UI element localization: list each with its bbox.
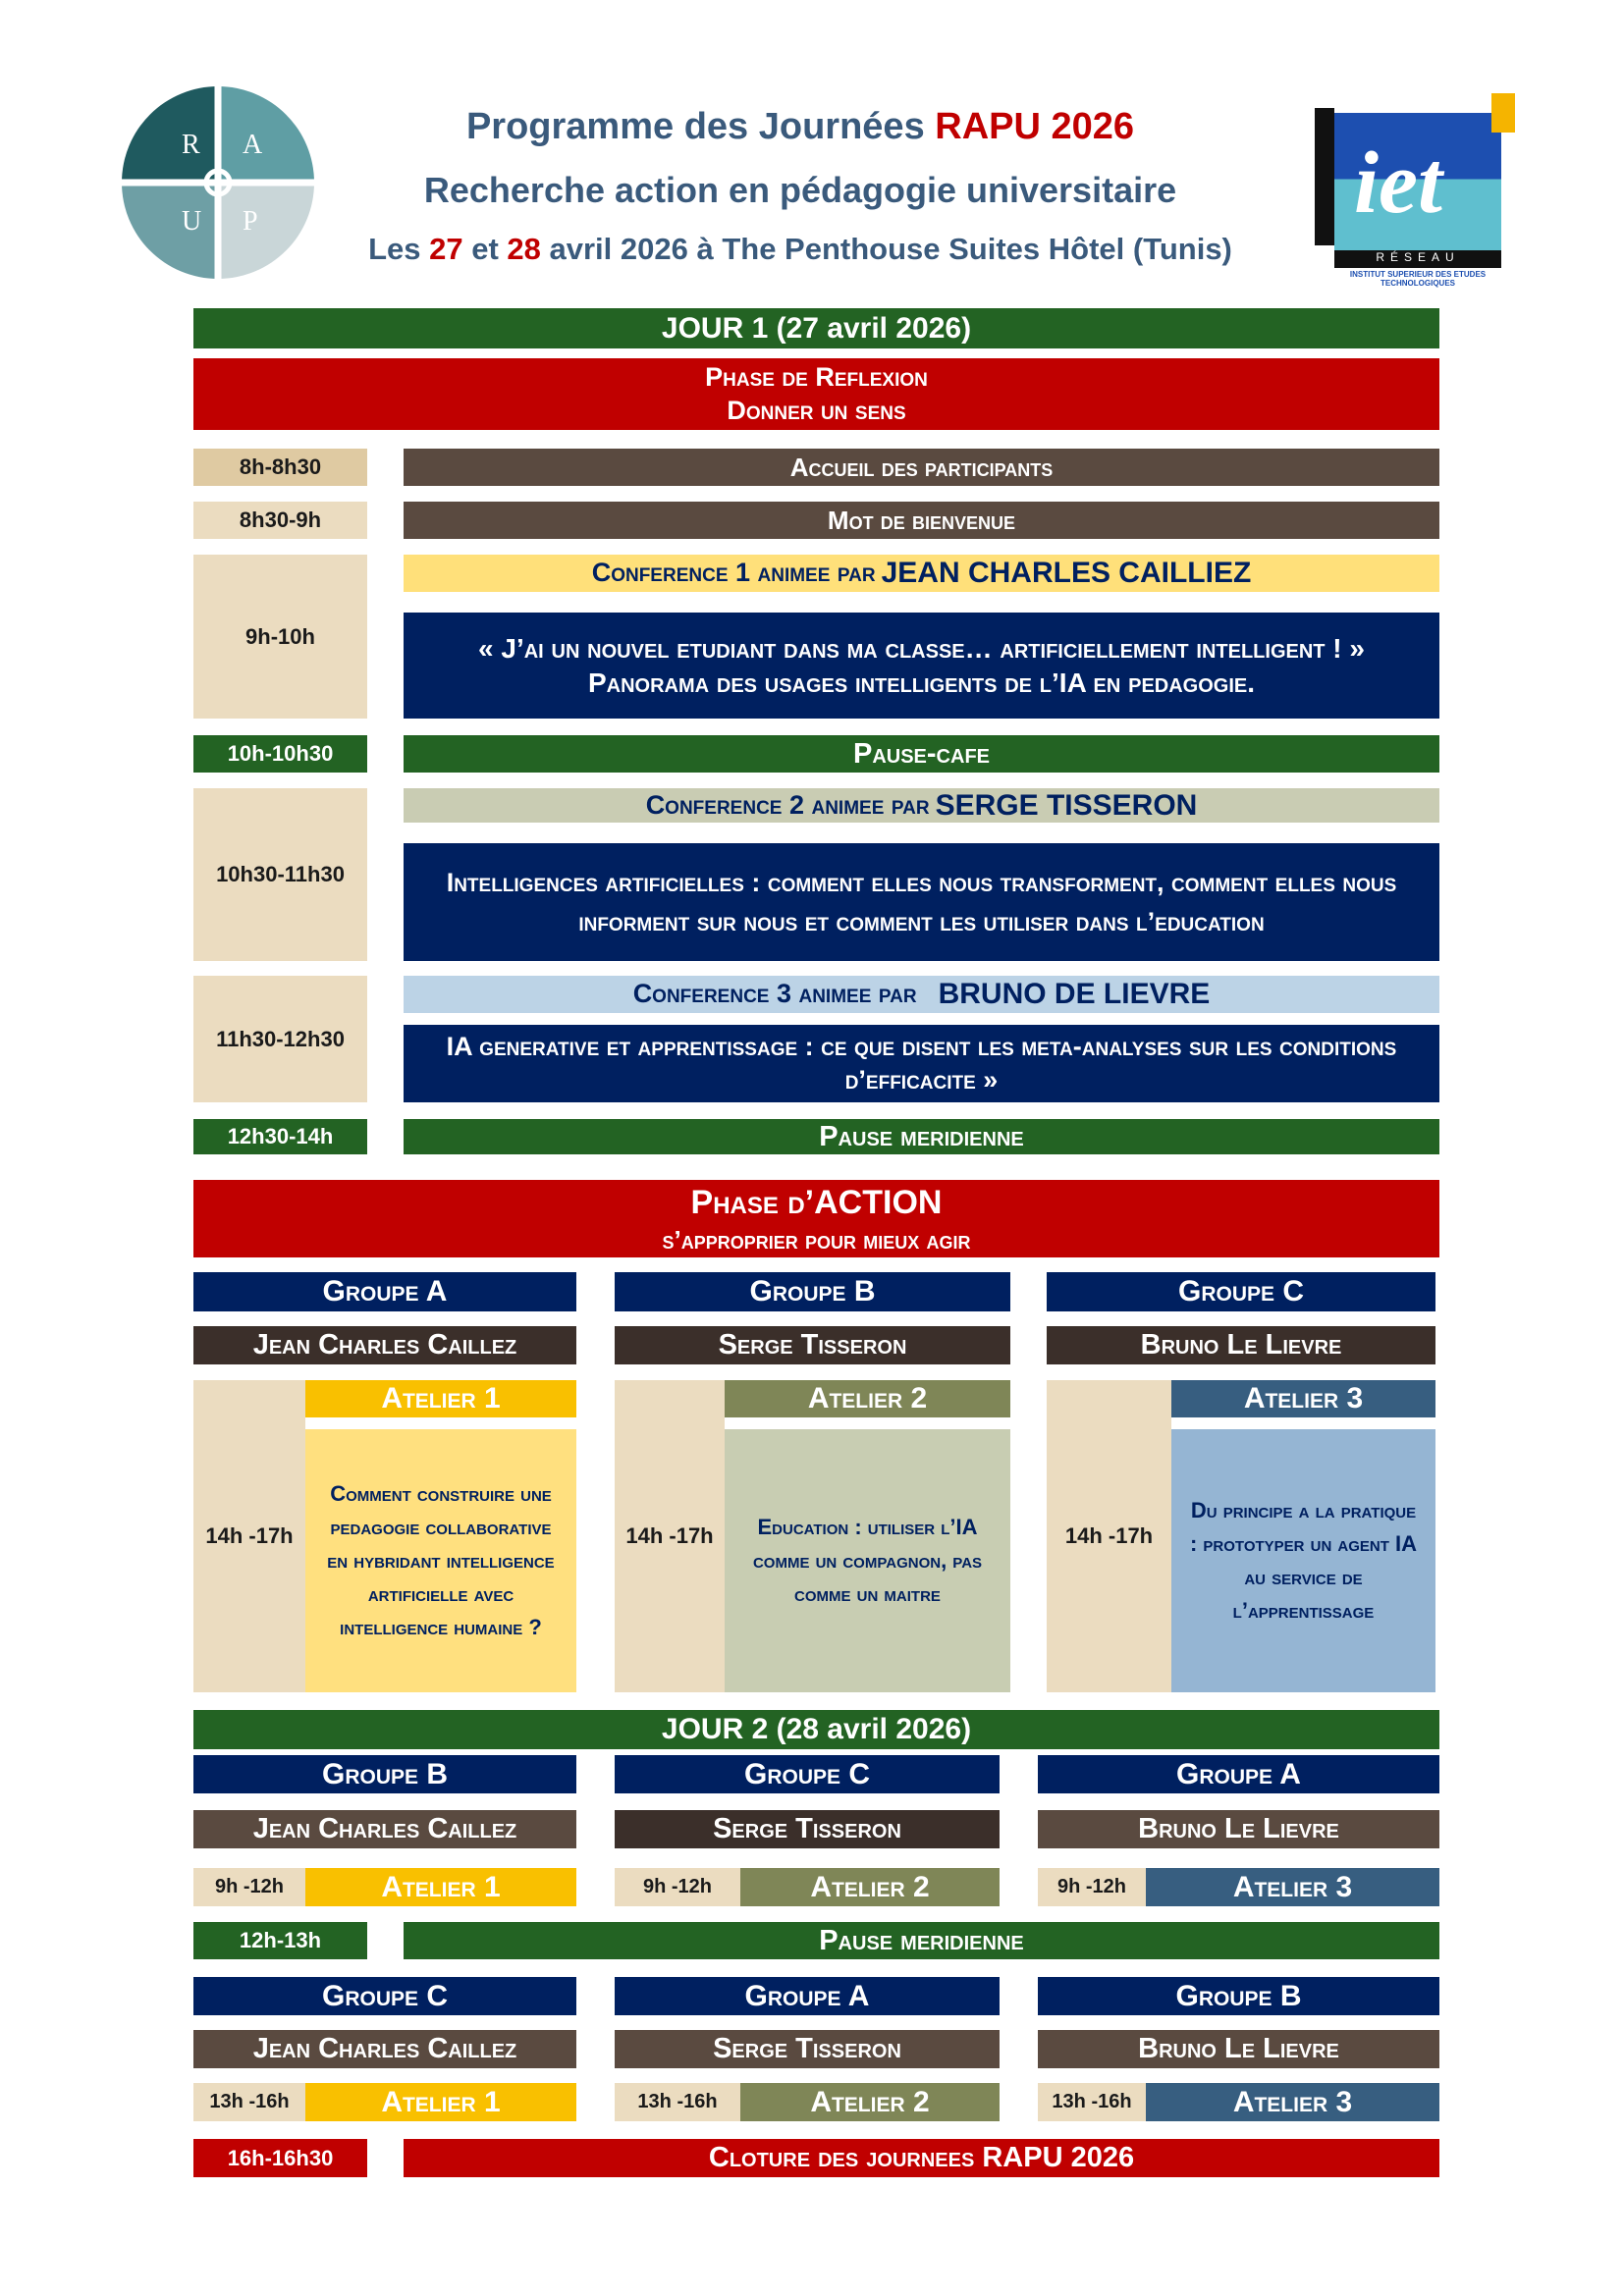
title: Programme des Journées RAPU 2026 — [465, 106, 1135, 147]
speaker-label: Serge Tisseron — [615, 1810, 1000, 1848]
atelier-label: Atelier 1 — [305, 1868, 576, 1906]
group-label: Groupe A — [615, 1977, 1000, 2015]
time-slot: 9h -12h — [193, 1868, 305, 1906]
time-slot: 12h-13h — [193, 1922, 367, 1959]
subtitle: Recherche action en pédagogie universita… — [423, 170, 1177, 210]
time-slot: 16h-16h30 — [193, 2139, 367, 2177]
speaker-label: Bruno Le Lievre — [1038, 2030, 1439, 2068]
time-slot: 14h -17h — [615, 1380, 725, 1692]
group-label: Groupe C — [615, 1755, 1000, 1793]
atelier-3-content: Du principe a la pratique : prototyper u… — [1171, 1429, 1435, 1692]
conference-1-header: Conference 1 animee par JEAN CHARLES CAI… — [404, 555, 1439, 592]
time-slot: 9h-10h — [193, 555, 367, 719]
svg-text:A: A — [243, 130, 263, 160]
atelier-label: Atelier 3 — [1146, 2083, 1439, 2121]
atelier-label: Atelier 2 — [740, 1868, 1000, 1906]
atelier-3-header: Atelier 3 — [1171, 1380, 1435, 1417]
group-label: Groupe A — [1038, 1755, 1439, 1793]
time-slot: 14h -17h — [193, 1380, 305, 1692]
group-label: Groupe B — [1038, 1977, 1439, 2015]
speaker-label: Bruno Le Lievre — [1038, 1810, 1439, 1848]
date-venue: Les 27 et 28 avril 2026 à The Penthouse … — [368, 232, 1232, 266]
speaker-label: Jean Charles Caillez — [193, 1810, 576, 1848]
time-slot: 13h -16h — [193, 2083, 305, 2121]
svg-text:U: U — [182, 206, 201, 237]
group-label: Groupe C — [193, 1977, 576, 2015]
time-slot: 10h-10h30 — [193, 735, 367, 773]
group-label: Groupe B — [193, 1755, 576, 1793]
atelier-2-header: Atelier 2 — [725, 1380, 1010, 1417]
time-slot: 13h -16h — [615, 2083, 740, 2121]
speaker-label: Serge Tisseron — [615, 1326, 1010, 1364]
conference-3-header: Conference 3 animee par BRUNO DE LIEVRE — [404, 976, 1439, 1013]
atelier-label: Atelier 1 — [305, 2083, 576, 2121]
time-slot: 12h30-14h — [193, 1119, 367, 1154]
pause-meridienne-day2: Pause meridienne — [404, 1922, 1439, 1959]
conference-1-title: « J’ai un nouvel etudiant dans ma classe… — [404, 613, 1439, 719]
group-label: Groupe A — [193, 1272, 576, 1311]
svg-text:P: P — [243, 206, 258, 237]
pause-meridienne: Pause meridienne — [404, 1119, 1439, 1154]
time-slot: 9h -12h — [615, 1868, 740, 1906]
iset-logo: iet RÉSEAU INSTITUT SUPERIEUR DES ETUDES… — [1315, 93, 1521, 305]
day1-banner: JOUR 1 (27 avril 2026) — [193, 308, 1439, 348]
conference-3-title: IA generative et apprentissage : ce que … — [404, 1025, 1439, 1102]
time-slot: 13h -16h — [1038, 2083, 1146, 2121]
atelier-2-content: Education : utiliser l’IA comme un compa… — [725, 1429, 1010, 1692]
conference-2-title: Intelligences artificielles : comment el… — [404, 843, 1439, 961]
bienvenue: Mot de bienvenue — [404, 502, 1439, 539]
svg-text:R: R — [182, 130, 200, 160]
atelier-1-header: Atelier 1 — [305, 1380, 576, 1417]
speaker-label: Serge Tisseron — [615, 2030, 1000, 2068]
speaker-label: Jean Charles Caillez — [193, 1326, 576, 1364]
atelier-label: Atelier 3 — [1146, 1868, 1439, 1906]
atelier-label: Atelier 2 — [740, 2083, 1000, 2121]
speaker-label: Bruno Le Lievre — [1047, 1326, 1435, 1364]
speaker-label: Jean Charles Caillez — [193, 2030, 576, 2068]
cloture: Cloture des journees RAPU 2026 — [404, 2139, 1439, 2177]
time-slot: 14h -17h — [1047, 1380, 1171, 1692]
atelier-1-content: Comment construire une pedagogie collabo… — [305, 1429, 576, 1692]
conference-2-header: Conference 2 animee par SERGE TISSERON — [404, 788, 1439, 823]
time-slot: 8h30-9h — [193, 502, 367, 539]
time-slot: 10h30-11h30 — [193, 788, 367, 961]
day2-banner: JOUR 2 (28 avril 2026) — [193, 1710, 1439, 1749]
rapu-logo: R A U P — [120, 84, 316, 281]
pause-cafe: Pause-cafe — [404, 735, 1439, 773]
group-label: Groupe C — [1047, 1272, 1435, 1311]
group-label: Groupe B — [615, 1272, 1010, 1311]
accueil: Accueil des participants — [404, 449, 1439, 486]
time-slot: 11h30-12h30 — [193, 976, 367, 1102]
time-slot: 8h-8h30 — [193, 449, 367, 486]
time-slot: 9h -12h — [1038, 1868, 1146, 1906]
